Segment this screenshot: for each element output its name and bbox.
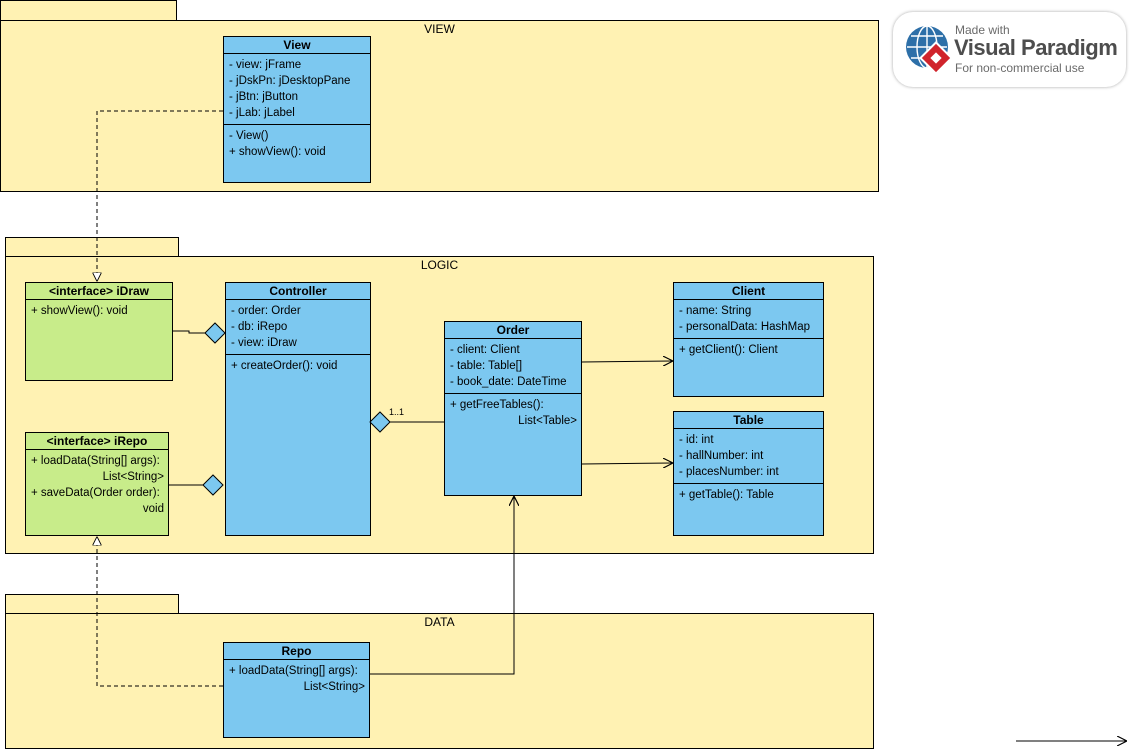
view-idraw-realization[interactable]: [97, 110, 223, 281]
operation: + getTable(): Table: [679, 489, 774, 501]
order-class[interactable]: Order - client: Client - table: Table[] …: [444, 321, 582, 496]
order-client-association[interactable]: [581, 361, 672, 362]
attribute: - table: Table[]: [450, 360, 523, 372]
controller-class-name: Controller: [226, 283, 370, 300]
controller-class[interactable]: Controller - order: Order - db: iRepo - …: [225, 282, 371, 536]
data-package-name: DATA: [424, 615, 455, 629]
irepo-interface[interactable]: <interface> iRepo + loadData(String[] ar…: [25, 432, 169, 536]
client-class-name: Client: [674, 283, 823, 300]
repo-order-association[interactable]: [370, 497, 514, 675]
order-class-operations: + getFreeTables(): List<Table>: [445, 393, 581, 432]
view-class-name: View: [224, 37, 370, 54]
idraw-interface-name: <interface> iDraw: [26, 283, 172, 300]
view-class[interactable]: View - view: jFrame - jDskPn: jDesktopPa…: [223, 36, 371, 183]
client-class[interactable]: Client - name: String - personalData: Ha…: [673, 282, 824, 397]
aggregation-diamond: [204, 322, 226, 344]
controller-class-attributes: - order: Order - db: iRepo - view: iDraw: [226, 300, 370, 354]
table-class-operations: + getTable(): Table: [674, 483, 823, 506]
watermark-line1: Made with: [955, 23, 1010, 37]
operation-return: List<String>: [303, 681, 365, 693]
attribute: - order: Order: [231, 305, 301, 317]
watermark-line3: For non-commercial use: [955, 61, 1085, 75]
table-class-name: Table: [674, 412, 823, 429]
operation-return: List<Table>: [518, 415, 577, 427]
idraw-interface[interactable]: <interface> iDraw + showView(): void: [25, 282, 173, 381]
aggregation-diamond: [369, 411, 391, 433]
operation: + loadData(String[] args):: [229, 665, 358, 677]
attribute: - view: jFrame: [229, 59, 302, 71]
controller-idraw-aggregation[interactable]: [173, 330, 205, 334]
idraw-interface-operations: + showView(): void: [26, 300, 172, 322]
order-table-association[interactable]: [581, 463, 672, 464]
attribute: - hallNumber: int: [679, 450, 764, 462]
watermark-line2: Visual Paradigm: [954, 35, 1118, 60]
attribute: - jDskPn: jDesktopPane: [229, 75, 351, 87]
operation: + showView(): void: [229, 146, 326, 158]
operation-return: void: [142, 503, 164, 515]
attribute: - book_date: DateTime: [450, 376, 567, 388]
multiplicity-label: 1..1: [389, 407, 405, 417]
attribute: - personalData: HashMap: [679, 321, 811, 333]
irepo-interface-name: <interface> iRepo: [26, 433, 168, 450]
order-class-name: Order: [445, 322, 581, 339]
attribute: - jLab: jLabel: [229, 107, 295, 119]
operation: + createOrder(): void: [231, 360, 338, 372]
operation-return: List<String>: [102, 471, 164, 483]
attribute: - view: iDraw: [231, 337, 297, 349]
repo-class-name: Repo: [224, 643, 369, 660]
attribute: - placesNumber: int: [679, 466, 779, 478]
aggregation-diamond: [202, 474, 224, 496]
attribute: - db: iRepo: [231, 321, 288, 333]
controller-class-operations: + createOrder(): void: [226, 354, 370, 377]
repo-class-operations: + loadData(String[] args): List<String>: [224, 660, 369, 698]
visual-paradigm-logo-icon: [906, 25, 953, 75]
attribute: - name: String: [679, 305, 752, 317]
table-class[interactable]: Table - id: int - hallNumber: int - plac…: [673, 411, 824, 536]
view-package-name: VIEW: [424, 22, 455, 36]
data-package[interactable]: DATA: [5, 613, 874, 749]
visual-paradigm-watermark: Made with Visual Paradigm For non-commer…: [893, 12, 1126, 87]
logic-package-name: LOGIC: [420, 258, 459, 272]
operation: + showView(): void: [31, 305, 128, 317]
operation: + saveData(Order order):: [31, 487, 160, 499]
repo-irepo-realization[interactable]: [97, 537, 223, 687]
operation: + getClient(): Client: [679, 344, 778, 356]
client-class-attributes: - name: String - personalData: HashMap: [674, 300, 823, 338]
operation: + loadData(String[] args):: [31, 455, 160, 467]
attribute: - id: int: [679, 434, 714, 446]
irepo-interface-operations: + loadData(String[] args): List<String> …: [26, 450, 168, 520]
view-class-operations: - View() + showView(): void: [224, 124, 370, 163]
client-class-operations: + getClient(): Client: [674, 338, 823, 361]
attribute: - client: Client: [450, 344, 520, 356]
operation: - View(): [229, 130, 269, 142]
repo-class[interactable]: Repo + loadData(String[] args): List<Str…: [223, 642, 370, 738]
table-class-attributes: - id: int - hallNumber: int - placesNumb…: [674, 429, 823, 483]
order-class-attributes: - client: Client - table: Table[] - book…: [445, 339, 581, 393]
attribute: - jBtn: jButton: [229, 91, 299, 103]
operation: + getFreeTables():: [450, 399, 544, 411]
view-package[interactable]: VIEW: [0, 20, 879, 192]
view-class-attributes: - view: jFrame - jDskPn: jDesktopPane - …: [224, 54, 370, 124]
